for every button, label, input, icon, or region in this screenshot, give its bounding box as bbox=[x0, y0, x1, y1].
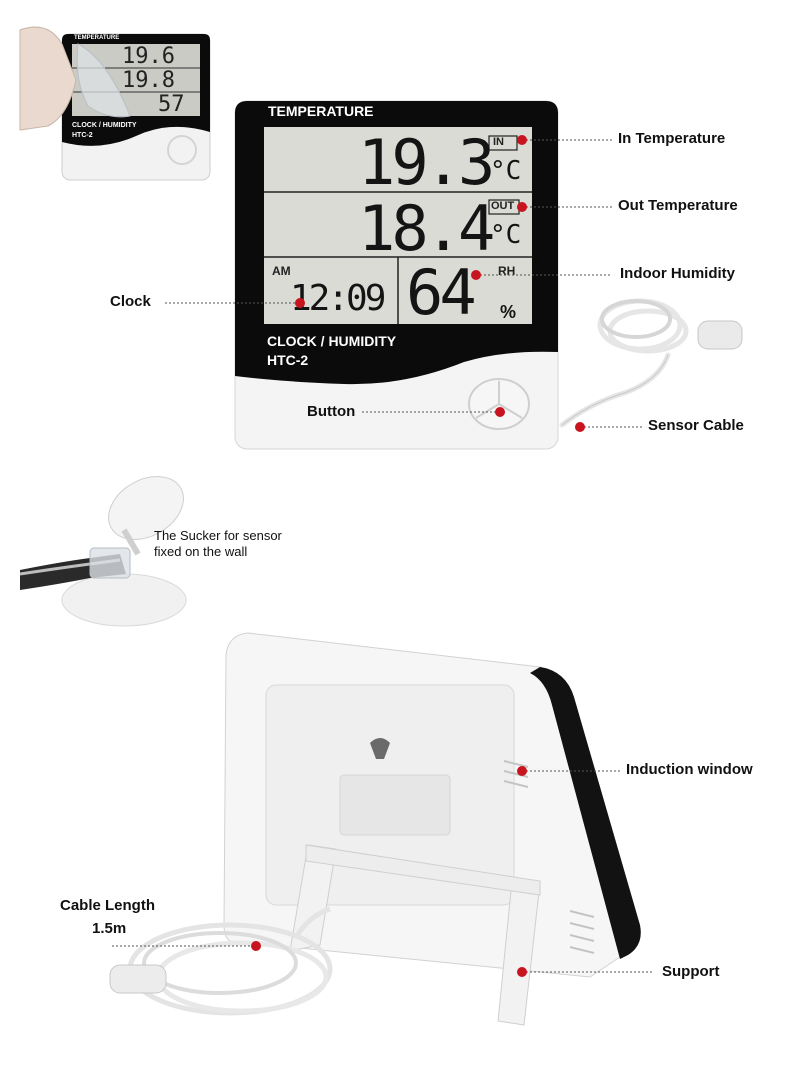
callout-clock: Clock bbox=[110, 293, 151, 310]
callout-cable-length-line1: Cable Length bbox=[60, 897, 156, 914]
in-temp-readout: 19.3 bbox=[358, 126, 495, 199]
callout-out-temperature: Out Temperature bbox=[618, 197, 738, 214]
percent-sign: % bbox=[500, 302, 517, 322]
in-temp-unit: °C bbox=[490, 156, 522, 186]
sucker-note-line1: The Sucker for sensor bbox=[154, 528, 282, 543]
thumbnail-model: HTC-2 bbox=[72, 132, 93, 139]
out-temp-unit: °C bbox=[490, 220, 522, 250]
mode-button[interactable] bbox=[466, 376, 532, 432]
ampm-indicator: AM bbox=[272, 264, 291, 278]
device-back-view bbox=[109, 632, 641, 1026]
callout-lines-bottom bbox=[112, 766, 654, 977]
callout-sensor-cable: Sensor Cable bbox=[648, 417, 744, 434]
thumbnail-header: TEMPERATURE bbox=[74, 35, 120, 41]
out-tag: OUT bbox=[491, 200, 515, 212]
peeling-film-icon bbox=[19, 26, 131, 131]
in-tag: IN bbox=[493, 136, 504, 148]
sucker-note: The Sucker for sensor fixed on the wall bbox=[154, 528, 282, 560]
callout-support: Support bbox=[662, 963, 720, 980]
thumbnail-row3: 57 bbox=[158, 92, 185, 117]
callout-button: Button bbox=[307, 403, 356, 420]
out-temp-readout: 18.4 bbox=[358, 192, 495, 265]
clock-readout: 12:09 bbox=[290, 278, 386, 319]
thumbnail-footer-title: CLOCK / HUMIDITY bbox=[72, 122, 137, 129]
callout-lines-top bbox=[165, 135, 642, 432]
main-device: TEMPERATURE 19.3 IN °C 18.4 OUT °C AM 12… bbox=[234, 100, 559, 450]
rh-tag: RH bbox=[498, 264, 516, 278]
callout-cable-length-line2: 1.5m bbox=[92, 920, 127, 937]
callout-induction-window: Induction window bbox=[626, 761, 753, 778]
humidity-readout: 64 bbox=[406, 256, 477, 329]
device-model: HTC-2 bbox=[267, 352, 309, 368]
callout-in-temperature: In Temperature bbox=[618, 130, 726, 147]
suction-cup-sensor-image bbox=[20, 476, 187, 627]
device-footer-title: CLOCK / HUMIDITY bbox=[267, 333, 397, 349]
thumbnail-row1: 19.6 bbox=[122, 44, 175, 69]
thumbnail-row2: 19.8 bbox=[122, 68, 175, 93]
callout-indoor-humidity: Indoor Humidity bbox=[620, 265, 735, 282]
device-header: TEMPERATURE bbox=[268, 103, 374, 119]
sensor-cable-coil-icon bbox=[559, 298, 743, 428]
sucker-note-line2: fixed on the wall bbox=[154, 544, 248, 559]
